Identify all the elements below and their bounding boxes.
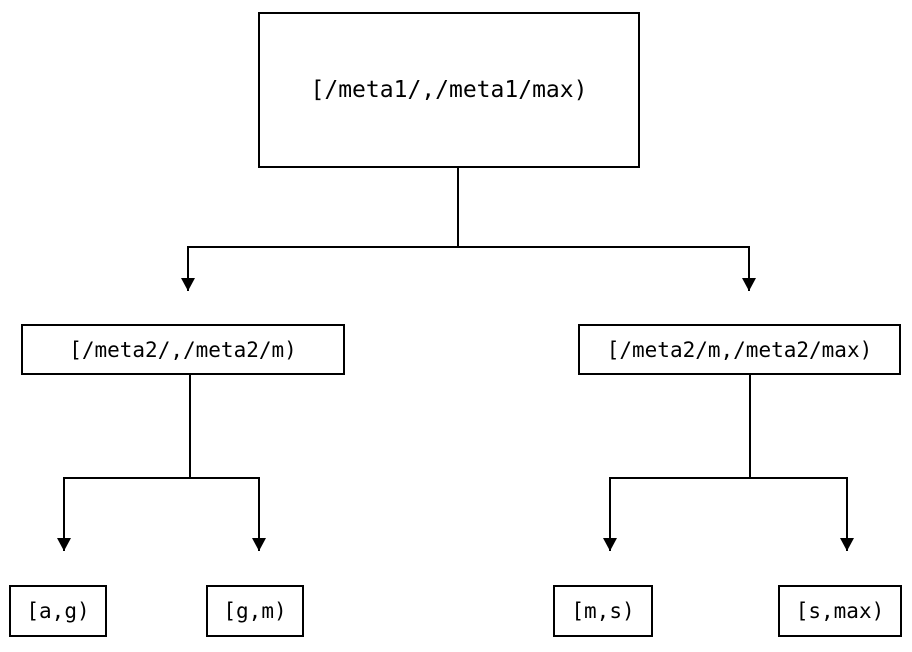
edge-mid-right-to-leaf-ms	[603, 375, 751, 551]
tree-node-mid-left[interactable]: [/meta2/,/meta2/m)	[21, 324, 345, 375]
tree-node-leaf-m-s[interactable]: [m,s)	[553, 585, 653, 637]
tree-node-leaf-a-g[interactable]: [a,g)	[9, 585, 107, 637]
edge-mid-right-to-leaf-smax	[749, 375, 854, 551]
tree-node-leaf-g-m[interactable]: [g,m)	[206, 585, 304, 637]
tree-node-mid-right[interactable]: [/meta2/m,/meta2/max)	[578, 324, 901, 375]
edge-root-to-mid-right	[457, 168, 756, 291]
edge-mid-left-to-leaf-gm	[189, 375, 266, 551]
tree-node-leaf-s-max[interactable]: [s,max)	[778, 585, 902, 637]
tree-node-root[interactable]: [/meta1/,/meta1/max)	[258, 12, 640, 168]
edge-root-to-mid-left	[181, 168, 459, 291]
edge-mid-left-to-leaf-ag	[57, 375, 191, 551]
